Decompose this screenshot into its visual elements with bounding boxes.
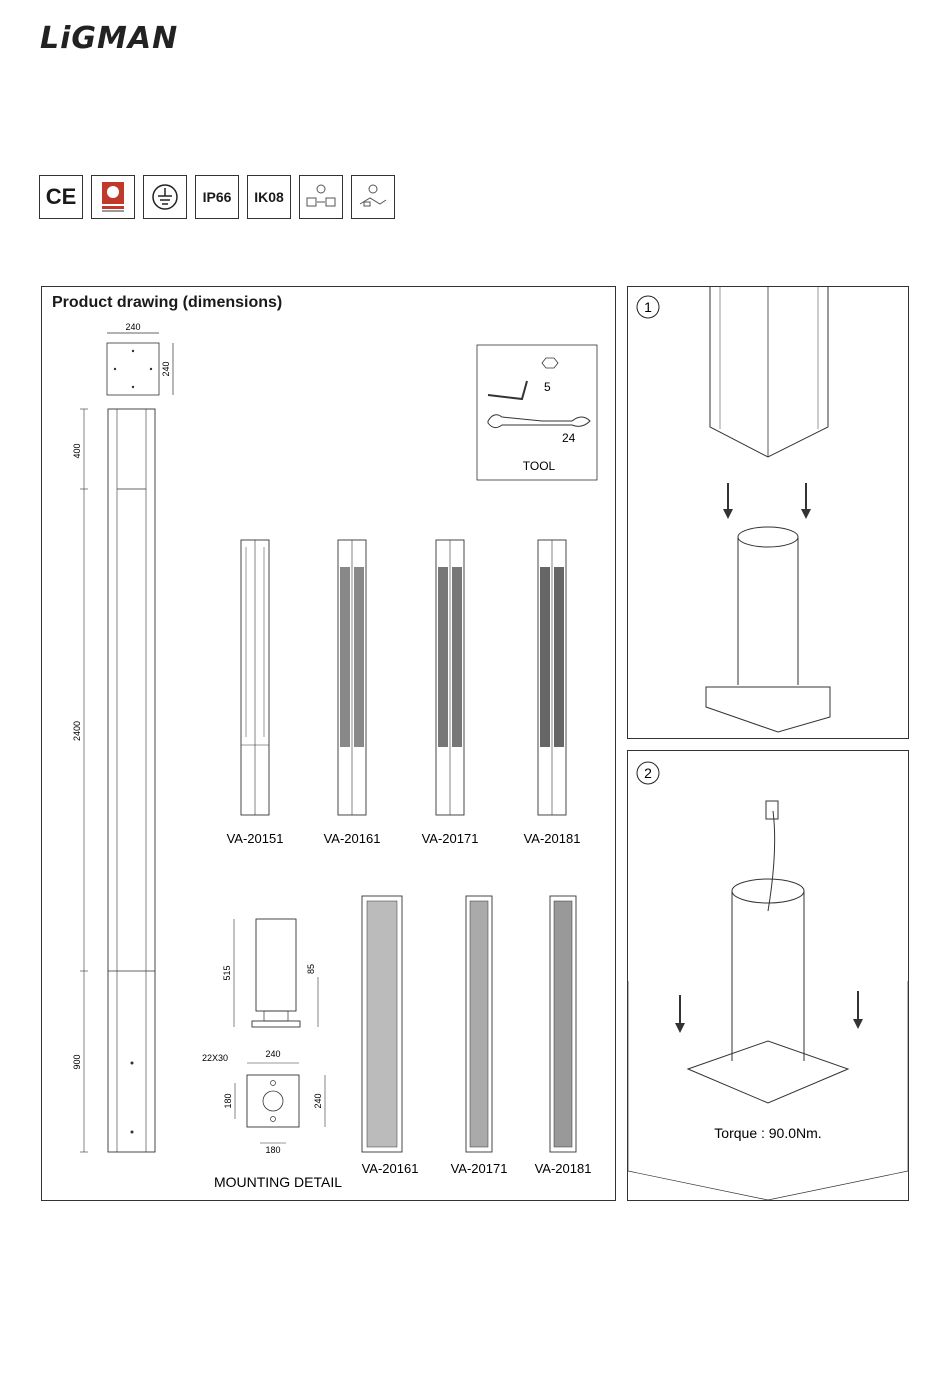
top-depth-dim: 240 bbox=[161, 361, 171, 376]
down-arrow-icon bbox=[723, 483, 733, 519]
step-1-panel: 1 bbox=[627, 286, 909, 739]
model-label: VA-20171 bbox=[422, 831, 479, 846]
model-label: VA-20171 bbox=[451, 1161, 508, 1176]
model-label: VA-20181 bbox=[535, 1161, 592, 1176]
column-va-20181 bbox=[538, 540, 566, 815]
dim-400: 400 bbox=[72, 443, 82, 458]
base-cylinder bbox=[706, 527, 830, 732]
column-va-20171 bbox=[436, 540, 464, 815]
hole-spacing-v: 180 bbox=[223, 1093, 233, 1108]
top-width-dim: 240 bbox=[125, 322, 140, 332]
ce-mark-icon: CE bbox=[39, 175, 83, 219]
plate-width-dim: 240 bbox=[265, 1049, 280, 1059]
down-arrow-icon bbox=[675, 995, 685, 1033]
column-lowering bbox=[710, 287, 828, 457]
connection-diagram-icon bbox=[299, 175, 343, 219]
pattern-va-20161 bbox=[362, 896, 402, 1152]
model-label: VA-20181 bbox=[524, 831, 581, 846]
step-number: 1 bbox=[644, 299, 652, 315]
column-va-20151 bbox=[241, 540, 269, 815]
ip-rating-badge: IP66 bbox=[195, 175, 239, 219]
product-drawing-panel: Product drawing (dimensions) 240 240 400 bbox=[41, 286, 616, 1201]
ligman-logo: LiGMAN bbox=[38, 16, 228, 56]
down-arrow-icon bbox=[853, 991, 863, 1029]
hole-dim: 22X30 bbox=[202, 1053, 228, 1063]
pattern-va-20181 bbox=[550, 896, 576, 1152]
torque-label: Torque : 90.0Nm. bbox=[714, 1125, 821, 1141]
ik-rating-badge: IK08 bbox=[247, 175, 291, 219]
step-number: 2 bbox=[644, 765, 652, 781]
down-arrow-icon bbox=[801, 483, 811, 519]
mount-height-dim: 515 bbox=[222, 965, 232, 980]
wiring-diagram-icon bbox=[351, 175, 395, 219]
tool-label: TOOL bbox=[523, 459, 556, 473]
hex-key-size: 5 bbox=[544, 380, 551, 394]
mounting-plate bbox=[235, 1063, 325, 1143]
product-drawing: 240 240 400 2400 900 5 24 TOOL bbox=[42, 287, 615, 1200]
pattern-va-20171 bbox=[466, 896, 492, 1152]
wrench-size: 24 bbox=[562, 431, 576, 445]
earth-symbol-icon bbox=[143, 175, 187, 219]
mount-base-dim: 85 bbox=[306, 964, 316, 974]
quality-badge-icon bbox=[91, 175, 135, 219]
model-label: VA-20161 bbox=[324, 831, 381, 846]
column-va-20161 bbox=[338, 540, 366, 815]
hole-spacing-h: 180 bbox=[265, 1145, 280, 1155]
plate-height-dim: 240 bbox=[313, 1093, 323, 1108]
step-2-panel: 2 Torque : 90.0Nm. bbox=[627, 750, 909, 1201]
dim-900: 900 bbox=[72, 1054, 82, 1069]
model-label: VA-20161 bbox=[362, 1161, 419, 1176]
mounting-label: MOUNTING DETAIL bbox=[214, 1174, 342, 1190]
column-side-view bbox=[80, 409, 155, 1152]
model-label: VA-20151 bbox=[227, 831, 284, 846]
dim-2400: 2400 bbox=[72, 721, 82, 741]
logo-text: LiGMAN bbox=[40, 21, 178, 56]
